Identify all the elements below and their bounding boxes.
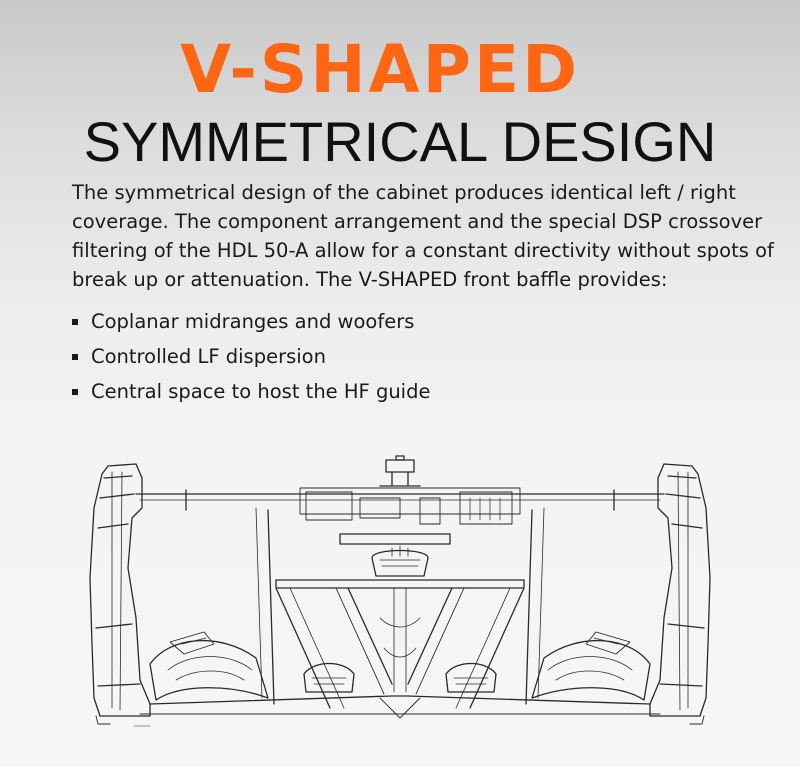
list-item: Coplanar midranges and woofers — [72, 304, 772, 339]
bullet-square-icon — [72, 388, 78, 395]
bullet-square-icon — [72, 318, 78, 325]
list-item: Controlled LF dispersion — [72, 339, 772, 374]
heading-main: SYMMETRICAL DESIGN — [83, 110, 717, 173]
feature-text: Central space to host the HF guide — [91, 380, 431, 403]
bullet-square-icon — [72, 353, 78, 360]
feature-text: Coplanar midranges and woofers — [91, 310, 415, 333]
feature-list: Coplanar midranges and woofers Controlle… — [72, 304, 772, 409]
list-item: Central space to host the HF guide — [72, 374, 772, 409]
feature-text: Controlled LF dispersion — [91, 345, 326, 368]
description-paragraph: The symmetrical design of the cabinet pr… — [72, 181, 774, 291]
heading-accent: V-SHAPED — [180, 31, 580, 108]
cabinet-cross-section-drawing — [0, 448, 800, 758]
